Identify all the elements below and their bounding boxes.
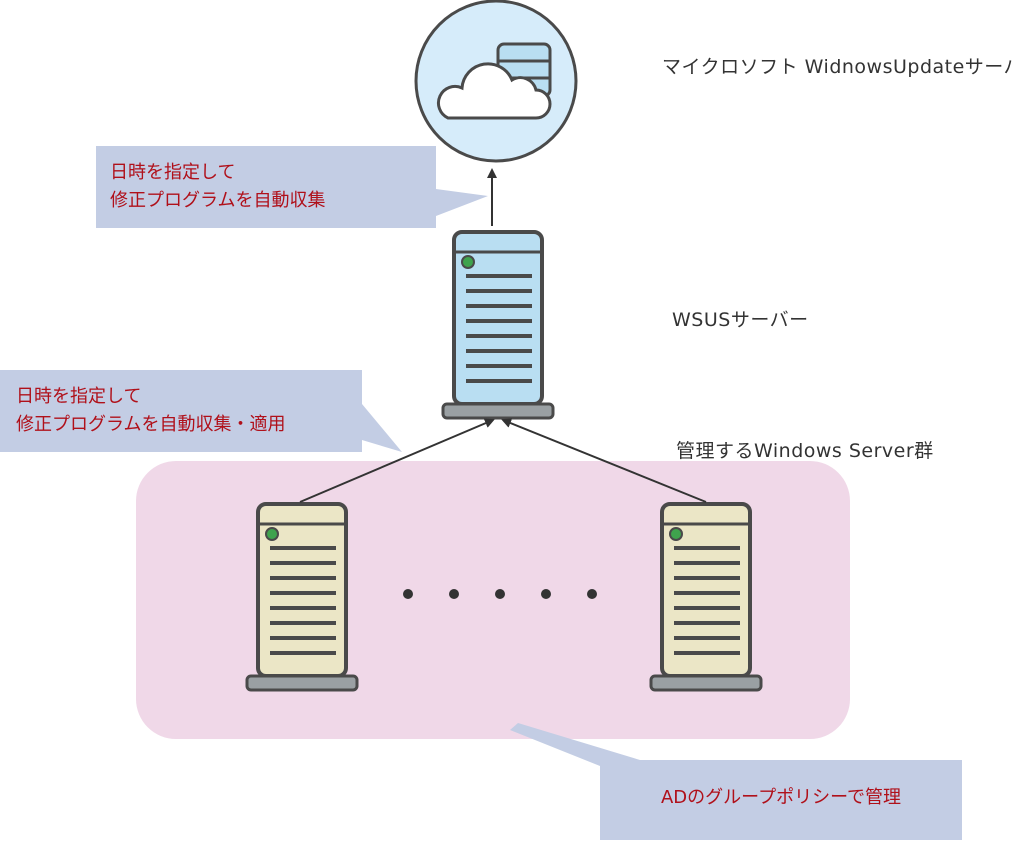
callout-policy-line-1: ADのグループポリシーで管理 bbox=[660, 787, 901, 808]
callout-policy: ADのグループポリシーで管理 bbox=[600, 760, 962, 840]
wsus-server-icon bbox=[441, 230, 555, 420]
managed-group-label: 管理するWindows Server群 bbox=[676, 440, 934, 462]
managed-server-left-icon bbox=[245, 502, 359, 692]
cloud-label-line-2: WidnowsUpdateサーバー bbox=[804, 56, 1013, 78]
managed-server-right-icon bbox=[649, 502, 763, 692]
callout-apply-line-1: 日時を指定して bbox=[16, 386, 142, 407]
wsus-server-label: WSUSサーバー bbox=[672, 309, 809, 331]
callout-apply-box bbox=[0, 370, 362, 452]
callout-policy-box bbox=[600, 760, 962, 840]
callout-download-line-1: 日時を指定して bbox=[110, 162, 236, 183]
ellipsis-dots bbox=[403, 589, 597, 599]
callout-apply-line-2: 修正プログラムを自動収集・適用 bbox=[16, 414, 286, 435]
callout-download: 日時を指定して 修正プログラムを自動収集 bbox=[96, 146, 436, 228]
arrow-left-client-to-wsus bbox=[299, 418, 495, 503]
cloud-database-icon bbox=[414, 0, 578, 163]
callout-policy-tail bbox=[510, 723, 640, 770]
cloud-server-label: マイクロソフト WidnowsUpdateサーバー bbox=[662, 53, 1013, 81]
callout-apply: 日時を指定して 修正プログラムを自動収集・適用 bbox=[0, 370, 362, 452]
cloud-label-line-1: マイクロソフト bbox=[662, 56, 799, 78]
arrow-right-client-to-wsus bbox=[501, 418, 707, 503]
callout-download-line-2: 修正プログラムを自動収集 bbox=[110, 190, 326, 211]
callout-download-box bbox=[96, 146, 436, 228]
